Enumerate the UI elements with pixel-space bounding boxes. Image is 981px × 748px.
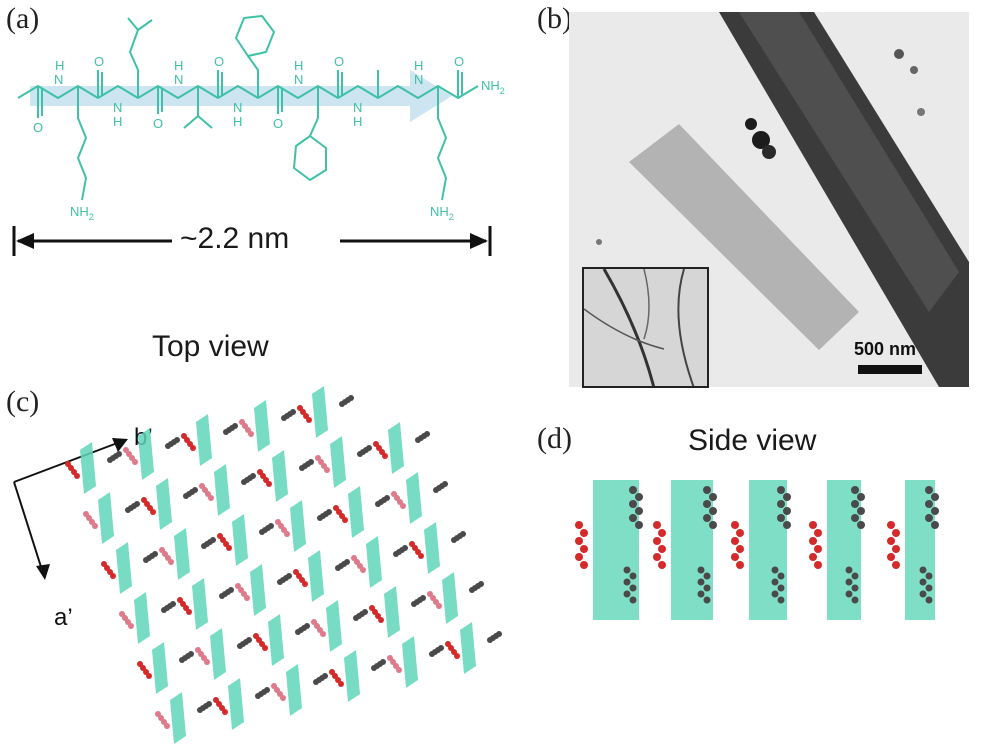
carbonyl-o-4: O	[214, 54, 224, 69]
sheet-stack	[887, 480, 939, 620]
sheet-stack	[575, 480, 643, 620]
amide-h-3: H	[174, 58, 183, 73]
sheet-stack	[653, 480, 717, 620]
beta-strand-arrow	[30, 70, 452, 122]
strand-unit	[65, 442, 122, 494]
strand-unit	[101, 542, 158, 594]
strand-unit	[83, 492, 140, 544]
carbonyl-o-2: O	[94, 54, 104, 69]
strand-unit	[137, 642, 194, 694]
strand-unit	[333, 486, 390, 538]
strand-unit	[181, 414, 238, 466]
top-view-caption: Top view	[152, 330, 269, 363]
strand-unit	[315, 436, 372, 488]
scale-bar-label: 500 nm	[854, 339, 917, 359]
carbonyl-o-6: O	[334, 54, 344, 69]
strand-unit	[195, 628, 252, 680]
amide-n-6: N	[353, 100, 362, 115]
scale-bar	[858, 365, 922, 374]
strand-unit	[311, 600, 368, 652]
top-view-model	[65, 386, 502, 744]
strand-unit	[445, 622, 502, 674]
strand-unit	[275, 500, 332, 552]
panel-label-c: (c)	[6, 385, 40, 418]
carbonyl-o-5: O	[273, 116, 283, 131]
amide-n-1: N	[54, 72, 63, 87]
strand-unit	[217, 514, 274, 566]
strand-unit	[387, 636, 444, 688]
strand-unit	[329, 650, 386, 702]
panel-label-b: (b)	[537, 2, 572, 35]
panel-label-d: (d)	[537, 422, 572, 455]
side-view-model	[575, 480, 939, 620]
strand-unit	[409, 522, 466, 574]
sheet-stack	[809, 480, 865, 620]
strand-unit	[373, 422, 430, 474]
strand-unit	[257, 450, 314, 502]
strand-unit	[119, 592, 176, 644]
strand-unit	[297, 386, 354, 438]
strand-unit	[123, 428, 180, 480]
amide-n-5: N	[294, 72, 303, 87]
amide-h-6: H	[353, 114, 362, 129]
amide-n-2: N	[113, 100, 122, 115]
strand-unit	[391, 472, 448, 524]
strand-unit	[199, 464, 256, 516]
amide-h-4: H	[233, 114, 242, 129]
amide-n-7: N	[414, 72, 423, 87]
amide-h-2: H	[113, 114, 122, 129]
thick-ribbon	[719, 12, 969, 387]
peptide-structure: O H N O N H O H N O N H O H N O N H H N …	[12, 15, 505, 256]
lysine-2-nh2-label: NH2	[430, 204, 454, 222]
side-view-caption: Side view	[688, 424, 817, 457]
strand-unit	[159, 528, 216, 580]
strand-unit	[235, 564, 292, 616]
panel-label-a: (a)	[6, 2, 40, 35]
strand-unit	[271, 664, 328, 716]
length-label: ~2.2 nm	[180, 222, 290, 255]
terminal-nh2-label: NH2	[481, 78, 505, 96]
strand-unit	[369, 586, 426, 638]
tem-inset	[582, 267, 709, 388]
lysine-1-nh2-label: NH2	[70, 204, 94, 222]
amide-n-4: N	[233, 100, 242, 115]
carbonyl-o-1: O	[33, 120, 43, 135]
tem-micrograph	[569, 12, 969, 387]
amide-h-1: H	[55, 58, 64, 73]
amide-h-7: H	[414, 58, 423, 73]
amide-n-3: N	[174, 72, 183, 87]
strand-unit	[213, 678, 270, 730]
strand-unit	[141, 478, 198, 530]
strand-unit	[239, 400, 296, 452]
strand-unit	[293, 550, 350, 602]
sheet-stack	[731, 480, 791, 620]
thin-ribbon	[629, 124, 859, 350]
carbonyl-o-3: O	[153, 116, 163, 131]
carbonyl-o-7: O	[454, 54, 464, 69]
strand-unit	[177, 578, 234, 630]
strand-unit	[155, 692, 212, 744]
axis-a-label: a’	[54, 604, 73, 631]
amide-h-5: H	[294, 58, 303, 73]
strand-unit	[253, 614, 310, 666]
strand-unit	[351, 536, 408, 588]
strand-unit	[427, 572, 484, 624]
